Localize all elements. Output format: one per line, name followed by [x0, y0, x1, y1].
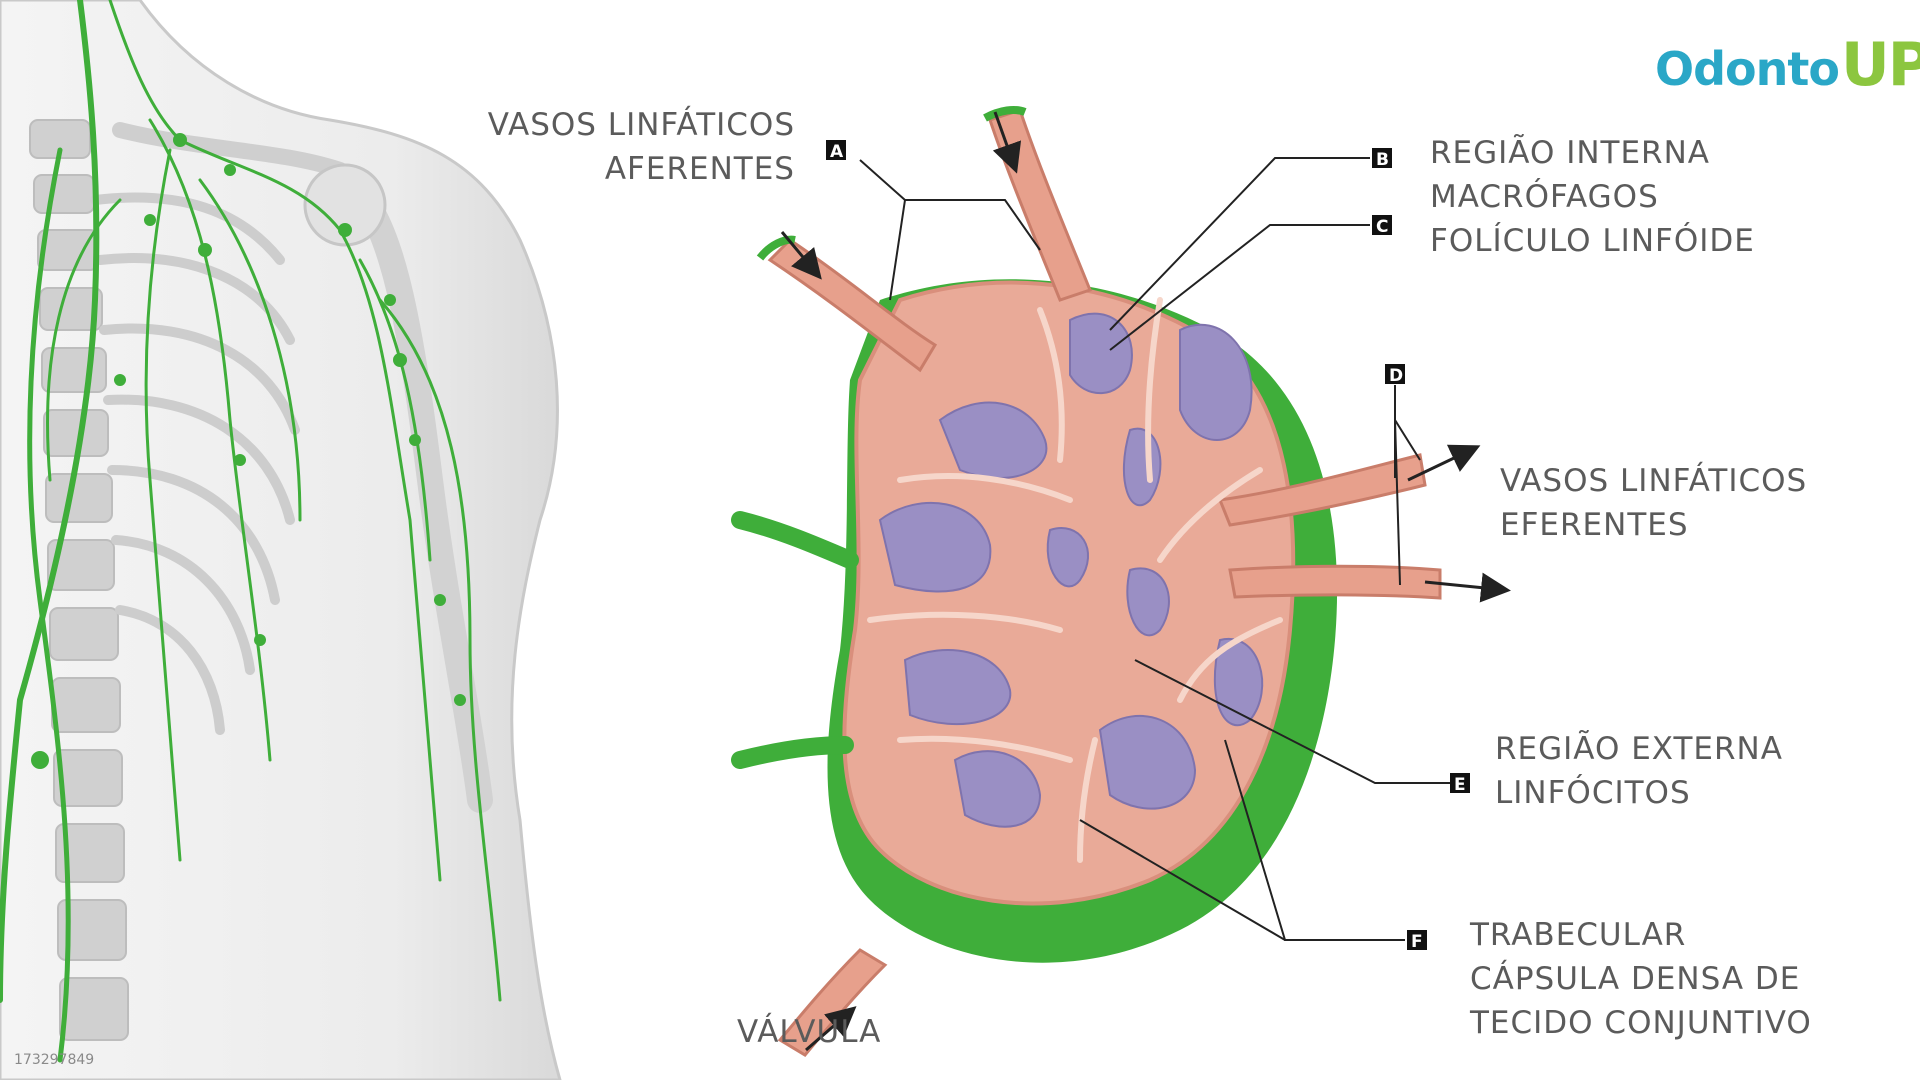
- clavicle: [112, 122, 348, 178]
- ribs: [90, 192, 300, 735]
- marker-e: E: [1450, 773, 1470, 795]
- svg-text:F: F: [1411, 932, 1423, 952]
- marker-a: A: [826, 140, 846, 162]
- marker-b: B: [1372, 148, 1392, 170]
- label-internal-line1: REGIÃO INTERNA: [1430, 135, 1710, 171]
- label-internal-line3: FOLÍCULO LINFÓIDE: [1430, 223, 1755, 259]
- lymph-nodes-body: [31, 133, 466, 769]
- lymphoid-follicles: [878, 312, 1264, 828]
- spine: [29, 119, 129, 1041]
- svg-text:B: B: [1376, 150, 1389, 170]
- label-efferent-line1: VASOS LINFÁTICOS: [1500, 463, 1808, 499]
- label-valve-text: VÁLVULA: [737, 1014, 882, 1050]
- afferent-vessels: [767, 108, 1092, 1057]
- marker-d: D: [1385, 364, 1405, 386]
- label-internal-line2: MACRÓFAGOS: [1430, 179, 1659, 215]
- label-efferent-vessels: VASOS LINFÁTICOS EFERENTES: [1500, 459, 1807, 547]
- svg-text:E: E: [1454, 775, 1466, 795]
- svg-text:D: D: [1389, 366, 1403, 386]
- green-side-vessels: [731, 511, 859, 769]
- brand-logo: Odonto UP: [1655, 30, 1920, 100]
- label-capsule-line1: TRABECULAR: [1470, 917, 1687, 953]
- label-afferent-line1: VASOS LINFÁTICOS: [487, 107, 795, 143]
- node-tissue: [842, 280, 1296, 906]
- label-external-line1: REGIÃO EXTERNA: [1495, 731, 1783, 767]
- efferent-vessels: [1217, 453, 1442, 600]
- body-lymphatic-illustration: [0, 0, 562, 1080]
- afferent-vessel-sheaths: [756, 106, 1027, 261]
- body-silhouette: [0, 0, 562, 1080]
- label-capsule-line3: TECIDO CONJUNTIVO: [1470, 1005, 1812, 1041]
- label-efferent-line2: EFERENTES: [1500, 507, 1689, 543]
- label-capsule: TRABECULAR CÁPSULA DENSA DE TECIDO CONJU…: [1470, 913, 1812, 1045]
- node-outer-capsule: [827, 279, 1338, 963]
- shoulder-joint: [303, 163, 387, 247]
- label-afferent-line2: AFERENTES: [604, 151, 795, 187]
- label-external-line2: LINFÓCITOS: [1495, 775, 1691, 811]
- image-code: 173297849: [14, 1052, 95, 1068]
- label-capsule-line2: CÁPSULA DENSA DE: [1470, 961, 1801, 997]
- trabeculae: [867, 297, 1283, 863]
- flow-arrows: [780, 111, 1511, 1052]
- label-internal-region: REGIÃO INTERNA MACRÓFAGOS FOLÍCULO LINFÓ…: [1430, 131, 1755, 263]
- leader-lines: [859, 157, 1450, 941]
- marker-f: F: [1407, 930, 1427, 952]
- label-valve: VÁLVULA: [737, 1010, 881, 1054]
- label-external-region: REGIÃO EXTERNA LINFÓCITOS: [1495, 727, 1783, 815]
- marker-c: C: [1372, 215, 1392, 237]
- svg-text:C: C: [1376, 217, 1388, 237]
- brand-logo-up: UP: [1840, 30, 1920, 100]
- lymphatic-vessels: [0, 0, 502, 1063]
- brand-logo-text: Odonto: [1655, 42, 1840, 96]
- label-afferent-vessels: VASOS LINFÁTICOS AFERENTES: [455, 103, 795, 191]
- svg-text:A: A: [830, 142, 844, 162]
